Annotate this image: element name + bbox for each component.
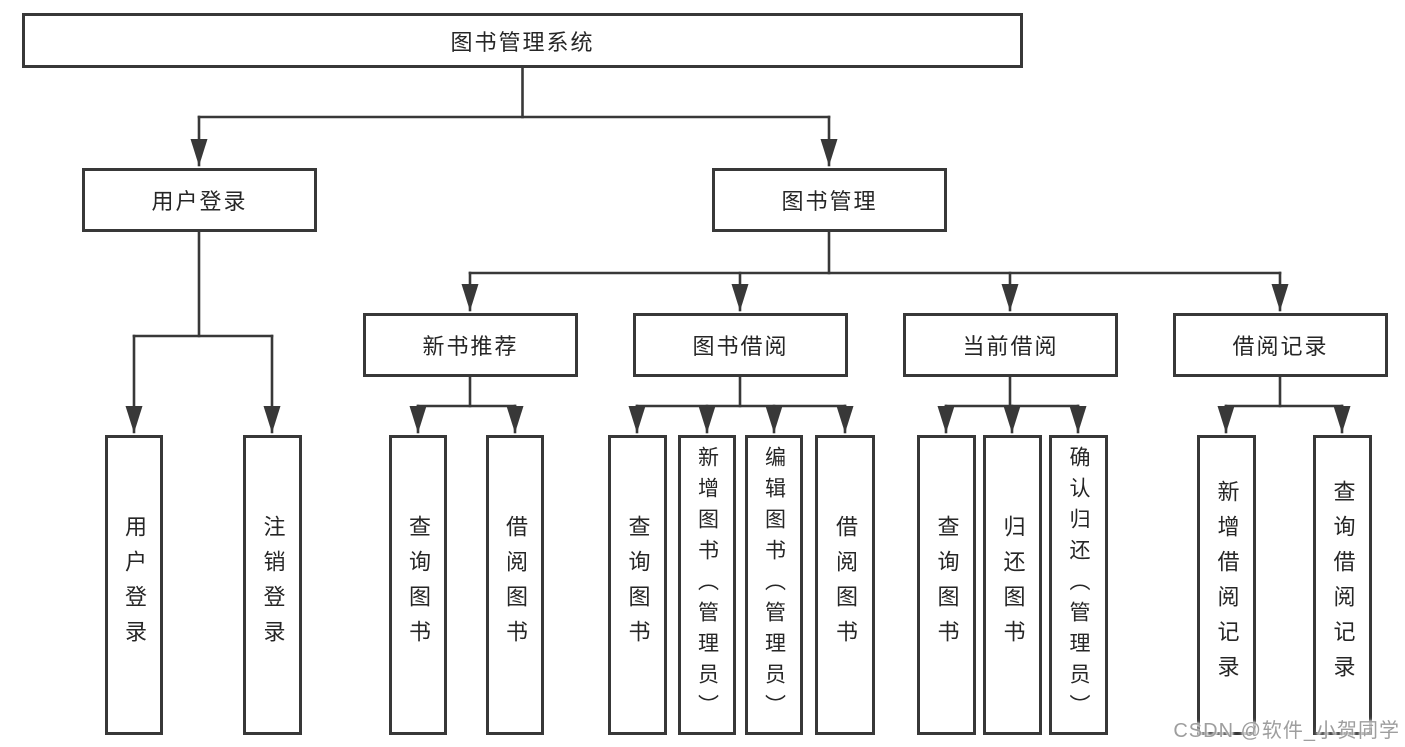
leaf-edit-book-admin: 编辑图书（管理员） bbox=[745, 435, 803, 735]
leaf-add-book-admin: 新增图书（管理员） bbox=[678, 435, 736, 735]
leaf-return-book: 归还图书 bbox=[983, 435, 1042, 735]
leaf-logout: 注销登录 bbox=[243, 435, 302, 735]
leaf-query-books-recommend: 查询图书 bbox=[389, 435, 447, 735]
node-new-book-recommend: 新书推荐 bbox=[363, 313, 578, 377]
node-borrow-records: 借阅记录 bbox=[1173, 313, 1388, 377]
node-book-borrow: 图书借阅 bbox=[633, 313, 848, 377]
node-root: 图书管理系统 bbox=[22, 13, 1023, 68]
leaf-query-borrow-record: 查询借阅记录 bbox=[1313, 435, 1372, 735]
leaf-query-books-current: 查询图书 bbox=[917, 435, 976, 735]
node-current-borrow: 当前借阅 bbox=[903, 313, 1118, 377]
csdn-watermark: CSDN @软件_小贺同学 bbox=[1173, 720, 1400, 742]
node-user-login: 用户登录 bbox=[82, 168, 317, 232]
leaf-query-books-borrow: 查询图书 bbox=[608, 435, 667, 735]
node-book-management: 图书管理 bbox=[712, 168, 947, 232]
leaf-user-login: 用户登录 bbox=[105, 435, 163, 735]
leaf-borrow-books: 借阅图书 bbox=[815, 435, 875, 735]
leaf-borrow-books-recommend: 借阅图书 bbox=[486, 435, 544, 735]
leaf-confirm-return-admin: 确认归还（管理员） bbox=[1049, 435, 1108, 735]
leaf-add-borrow-record: 新增借阅记录 bbox=[1197, 435, 1256, 735]
